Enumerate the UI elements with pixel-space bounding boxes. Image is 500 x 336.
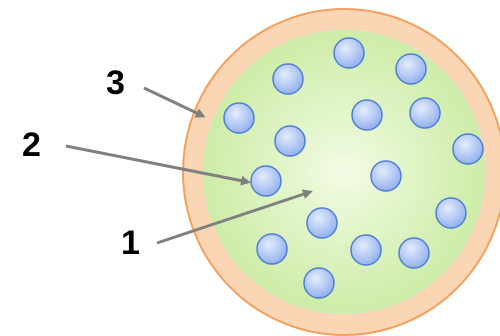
- particle: [453, 134, 483, 164]
- particle: [275, 126, 305, 156]
- particle: [304, 268, 334, 298]
- particle: [352, 100, 382, 130]
- particle: [307, 208, 337, 238]
- particle: [436, 198, 466, 228]
- label-3: 3: [106, 64, 125, 102]
- particle: [410, 98, 440, 128]
- particle: [371, 161, 401, 191]
- particle: [257, 234, 287, 264]
- particle: [251, 166, 281, 196]
- label-2: 2: [22, 126, 41, 164]
- particle: [334, 38, 364, 68]
- particle: [351, 235, 381, 265]
- particle: [224, 103, 254, 133]
- arrow-3: [144, 88, 203, 116]
- particle: [273, 64, 303, 94]
- particle: [399, 238, 429, 268]
- particle: [396, 54, 426, 84]
- inner-cytoplasm: [203, 30, 485, 314]
- label-1: 1: [121, 224, 140, 262]
